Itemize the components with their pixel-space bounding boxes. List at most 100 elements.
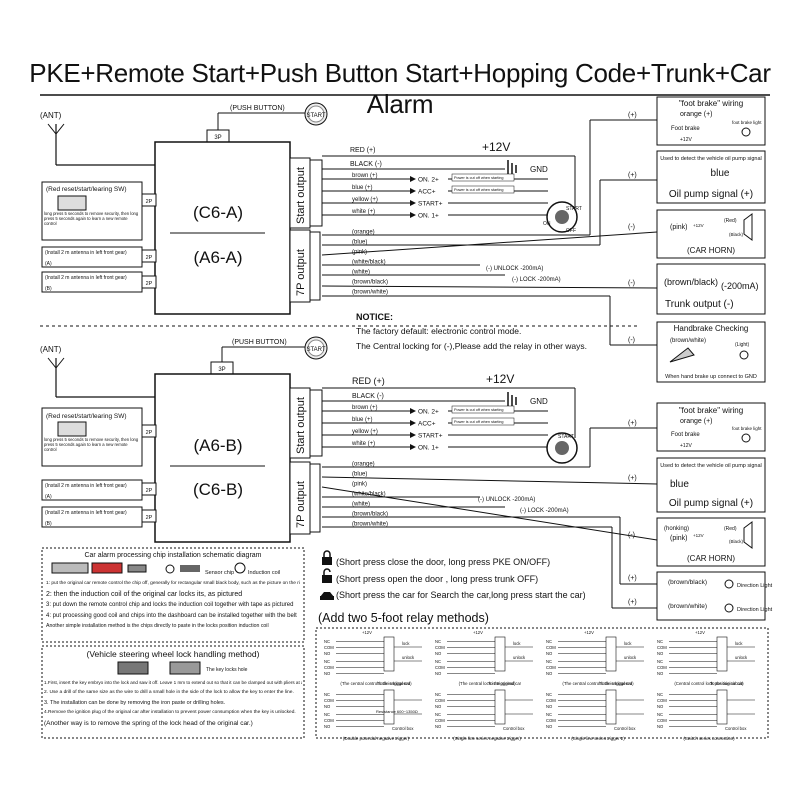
relay-lock: lock xyxy=(513,641,521,646)
relay-caption-0-1: (The central lock is triggered) xyxy=(459,681,516,686)
power-black-bottom: BLACK (-) xyxy=(352,393,384,400)
output7p-label-top: 7P output xyxy=(295,249,307,296)
lock-label-bottom: (-) LOCK -200mA) xyxy=(520,508,569,514)
relay-original: To the original car xyxy=(710,681,744,686)
relay-term: NC xyxy=(324,639,330,644)
relay-term: NC xyxy=(435,639,441,644)
pw-top-term-2: START+ xyxy=(418,201,443,208)
oil-blue-top: blue xyxy=(711,168,730,179)
unit-top-model-2: (A6-A) xyxy=(193,248,242,267)
foot-brake-label-bottom: Foot brake xyxy=(671,432,700,438)
push-button-label-bottom: (PUSH BUTTON) xyxy=(232,339,287,346)
connector-2p-reset-top: 2P xyxy=(146,199,153,205)
relay-term: NC xyxy=(657,639,663,644)
o7-bot-wire-5: (brown/black) xyxy=(352,512,388,518)
relay-term: NO xyxy=(546,704,553,709)
chip-step-2: 2: then the induction coil of the origin… xyxy=(46,591,243,598)
relay-term: NO xyxy=(435,651,442,656)
steering-note: (Another way is to remove the spring of … xyxy=(44,720,253,727)
o7-bot-wire-6: (brown/white) xyxy=(352,522,388,528)
chip-step-3: 3: put down the remote control chip and … xyxy=(46,602,294,608)
induction-coil-icon xyxy=(234,562,246,574)
power-12v-top: +12V xyxy=(482,140,510,154)
relay-term: NO xyxy=(657,704,664,709)
handbrake-wire: (brown/white) xyxy=(670,338,706,344)
dir-brown-black: (brown/black) xyxy=(668,579,707,586)
o7-top-wire-5: (brown/black) xyxy=(352,280,388,286)
relay-term: NO xyxy=(324,704,331,709)
connector-2p-a-bottom: 2P xyxy=(146,488,153,494)
relay-original: To the original car xyxy=(488,681,522,686)
gnd-label-bottom: GND xyxy=(530,397,548,406)
lock-hole-icon xyxy=(169,661,201,675)
horn-black-bottom: (Black) xyxy=(729,539,744,544)
relay-original: To the original car xyxy=(377,681,411,686)
relay-term: COM xyxy=(435,665,445,670)
gnd-label-top: GND xyxy=(530,165,548,174)
pw-bot-note-1: Power is cut off when starting xyxy=(454,420,504,424)
reset-sw-box-top xyxy=(41,181,143,241)
pw-bot-wire-label-0: brown (+) xyxy=(352,405,378,411)
pw-top-wire-label-1: blue (+) xyxy=(352,185,373,191)
relay-term: COM xyxy=(324,698,334,703)
remote-notes: (Short press close the door, long press … xyxy=(320,550,586,600)
relay-caption-1-1: (Single line series negative trigger) xyxy=(453,736,521,741)
relay-term: NC xyxy=(546,659,552,664)
right-boxes-bottom: "foot brake" wiring orange (+) Foot brak… xyxy=(321,402,773,621)
reset-sw-desc-bottom: long press 5 seconds to remove security,… xyxy=(44,437,139,452)
relay-term: NC xyxy=(546,692,552,697)
pw-top-wire-label-3: white (+) xyxy=(351,209,375,215)
dir-plus-2: (+) xyxy=(628,599,637,606)
pw-bot-term-3: ON. 1+ xyxy=(418,445,439,452)
start-button-icon-bottom[interactable]: START xyxy=(304,336,328,360)
chip-step-4: 4: put processing good coil and chips in… xyxy=(46,613,297,619)
relay-term: NO xyxy=(546,671,553,676)
pw-top-term-3: ON. 1+ xyxy=(418,213,439,220)
oil-desc-bottom: Used to detect the vehicle oil pump sign… xyxy=(660,463,762,469)
antenna-b-label-top: (Install 2 m antenna in left front gear) xyxy=(45,275,127,281)
steering-step-1: 1.First, insert the key embryo into the … xyxy=(44,680,302,685)
antenna-b-label-bottom: (Install 2 m antenna in left front gear) xyxy=(45,510,127,516)
connector-3p-label: 3P xyxy=(214,135,221,141)
relay-term: NC xyxy=(546,639,552,644)
steering-step-3: 3. The installation can be done by remov… xyxy=(44,700,226,706)
connector-3p-label-bottom: 3P xyxy=(218,367,225,373)
foot-brake-box-bottom xyxy=(656,402,766,452)
notice-line2: The Central locking for (-),Please add t… xyxy=(356,341,587,351)
relay-term: COM xyxy=(324,645,334,650)
trunk-ma-top: (-200mA) xyxy=(721,281,759,291)
relay-original: To the original car xyxy=(599,681,633,686)
relay-term: COM xyxy=(657,645,667,650)
relay-term: NO xyxy=(546,724,553,729)
oil-desc-top: Used to detect the vehicle oil pump sign… xyxy=(660,156,762,162)
reset-switch-icon-bottom[interactable] xyxy=(57,421,87,437)
antenna-b-tag-bottom: (B) xyxy=(45,521,52,527)
foot-brake-title-bottom: "foot brake" wiring xyxy=(679,406,743,415)
relay-term: COM xyxy=(657,698,667,703)
start-output-label-bottom: Start output xyxy=(295,397,307,454)
ign-start-bottom: START xyxy=(558,434,574,440)
relay-term: COM xyxy=(546,698,556,703)
start-button-icon[interactable]: START xyxy=(304,102,328,126)
relay-control-box: Control box xyxy=(614,726,636,731)
antenna-icon-bottom xyxy=(47,357,155,398)
relay-term: NO xyxy=(435,724,442,729)
pw-bot-wire-label-1: blue (+) xyxy=(352,417,373,423)
horn-red-bottom: (Red) xyxy=(724,526,737,532)
oil-blue-bottom: blue xyxy=(670,479,689,490)
ign-on-top: ON xyxy=(543,221,551,227)
induction-coil-label: Induction coil xyxy=(248,570,280,576)
power-red-bottom: RED (+) xyxy=(352,376,385,386)
relay-term: NO xyxy=(324,651,331,656)
key-fob-icon xyxy=(91,562,123,574)
pw-bot-term-0: ON. 2+ xyxy=(418,409,439,416)
relay-term: NC xyxy=(657,659,663,664)
reset-switch-icon[interactable] xyxy=(57,195,87,211)
relay-term: NO xyxy=(435,704,442,709)
lock-closed-icon xyxy=(322,550,332,565)
relay-term: NO xyxy=(324,671,331,676)
relay-term: COM xyxy=(546,665,556,670)
steering-step-2: 2. Use a drill of the same size as the w… xyxy=(44,690,294,695)
relay-term: COM xyxy=(324,665,334,670)
